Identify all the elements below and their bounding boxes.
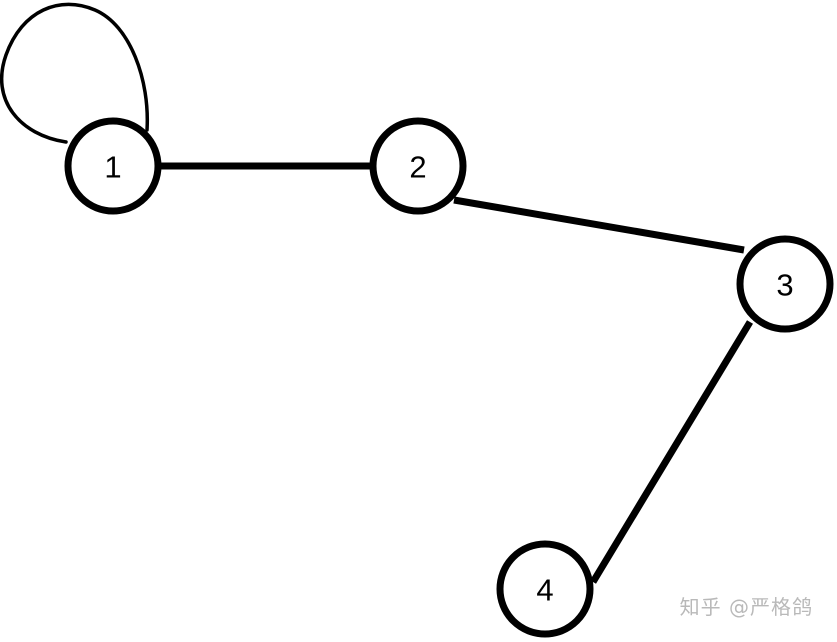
graph-node-2: 2 <box>369 117 467 215</box>
graph-node-1: 1 <box>64 117 162 215</box>
node-circle-2 <box>369 117 467 215</box>
node-label-2: 2 <box>409 150 426 185</box>
graph-node-4: 4 <box>496 540 594 638</box>
node-label-4: 4 <box>536 573 553 608</box>
self-loop-edge-1-1 <box>0 2 150 144</box>
edge-3-4 <box>590 320 753 584</box>
node-circle-3 <box>736 235 834 333</box>
graph-node-3: 3 <box>736 235 834 333</box>
node-circle-1 <box>64 117 162 215</box>
node-label-1: 1 <box>104 150 121 185</box>
node-circle-4 <box>496 540 594 638</box>
node-label-3: 3 <box>776 268 793 303</box>
watermark-text: 知乎 @严格鸽 <box>679 595 813 619</box>
edge-2-3 <box>453 196 745 254</box>
